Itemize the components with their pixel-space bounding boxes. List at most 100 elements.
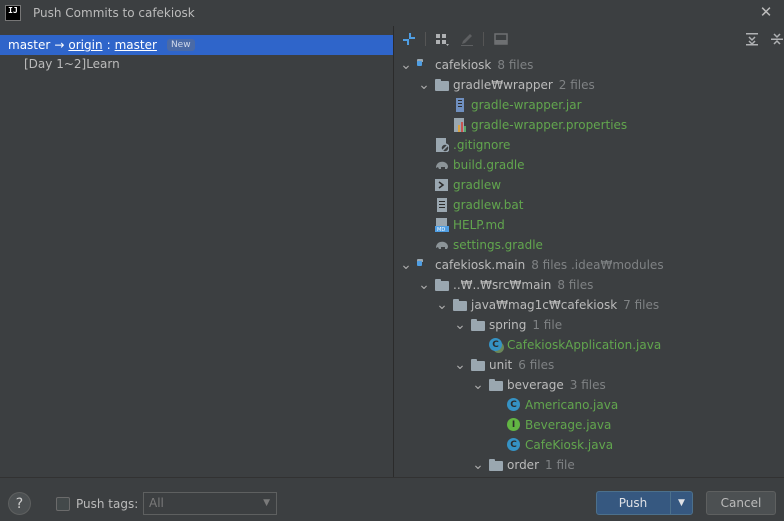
chevron-down-icon[interactable]: ⌄	[454, 317, 466, 333]
local-branch: master	[8, 38, 51, 52]
new-badge: New	[166, 39, 195, 51]
tree-item-name: gradlew	[453, 178, 502, 192]
tree-item-count: 7 files	[623, 298, 660, 312]
tree-spacer	[490, 399, 502, 411]
folder-icon	[471, 358, 485, 372]
tree-spacer	[418, 159, 430, 171]
tree-item-name: gradlew.bat	[453, 198, 524, 212]
toolbar-separator	[425, 32, 426, 46]
push-tags-checkbox[interactable]	[56, 497, 70, 511]
push-button-label[interactable]: Push	[618, 496, 648, 510]
tree-spacer	[418, 239, 430, 251]
tree-file-row[interactable]: gradlew	[418, 175, 501, 195]
chevron-down-icon[interactable]: ⌄	[436, 297, 448, 313]
properties-file-icon	[453, 118, 467, 132]
tree-folder-row[interactable]: ⌄ java₩mag1c₩cafekiosk 7 files	[436, 295, 659, 315]
push-tags-value: All	[149, 496, 164, 510]
tree-item-name: CafekioskApplication.java	[507, 338, 662, 352]
panel-divider[interactable]	[393, 26, 394, 477]
tree-item-name: .gitignore	[453, 138, 511, 152]
chevron-down-icon: ▼	[263, 498, 270, 508]
dialog-footer: ? Push tags: All ▼ Push ▼ Cancel	[0, 478, 784, 521]
edit-source-icon[interactable]	[459, 31, 475, 47]
tree-file-row[interactable]: gradlew.bat	[418, 195, 523, 215]
commits-panel: master → origin : master New [Day 1~2]Le…	[0, 26, 393, 477]
shell-file-icon	[435, 178, 449, 192]
gitignore-file-icon	[435, 138, 450, 153]
branch-separator: :	[106, 38, 111, 52]
preview-diff-icon[interactable]	[493, 31, 509, 47]
chevron-down-icon[interactable]: ⌄	[400, 57, 412, 73]
title-bar: IJ Push Commits to cafekiosk ✕	[0, 0, 784, 26]
window-title: Push Commits to cafekiosk	[33, 6, 195, 20]
chevron-down-icon[interactable]: ⌄	[400, 257, 412, 273]
tree-item-count: 1 file	[532, 318, 563, 332]
cancel-button[interactable]: Cancel	[706, 491, 776, 515]
tree-item-name: gradle-wrapper.properties	[471, 118, 628, 132]
tree-item-name: cafekiosk	[435, 58, 492, 72]
tree-spacer	[418, 219, 430, 231]
tree-item-count: 8 files	[557, 278, 594, 292]
push-button[interactable]: Push ▼	[596, 491, 693, 515]
tree-spacer	[490, 419, 502, 431]
group-by-icon[interactable]	[434, 31, 450, 47]
push-options-chevron-icon[interactable]: ▼	[678, 498, 685, 508]
chevron-down-icon[interactable]: ⌄	[454, 357, 466, 373]
folder-icon	[489, 378, 503, 392]
tree-item-count: 8 files .idea₩modules	[531, 258, 664, 272]
tree-spacer	[418, 199, 430, 211]
target-branch-link[interactable]: master	[114, 38, 157, 52]
remote-name-link[interactable]: origin	[68, 38, 103, 52]
tree-item-name: gradle-wrapper.jar	[471, 98, 582, 112]
tree-item-name: CafeKiosk.java	[525, 438, 614, 452]
tree-item-name: settings.gradle	[453, 238, 543, 252]
jar-file-icon	[453, 98, 467, 112]
markdown-file-icon: MD	[435, 218, 449, 233]
gradle-file-icon	[435, 238, 449, 252]
tree-file-row[interactable]: gradle-wrapper.jar	[436, 95, 582, 115]
chevron-down-icon[interactable]: ⌄	[472, 377, 484, 393]
close-icon[interactable]: ✕	[759, 3, 773, 21]
tree-item-count: 3 files	[569, 378, 606, 392]
help-button[interactable]: ?	[8, 492, 31, 515]
tree-file-row[interactable]: build.gradle	[418, 155, 525, 175]
branch-row[interactable]: master → origin : master New	[0, 35, 393, 55]
push-tags-select[interactable]: All ▼	[143, 492, 277, 515]
chevron-down-icon[interactable]: ⌄	[472, 457, 484, 473]
tree-file-row[interactable]: settings.gradle	[418, 235, 543, 255]
expand-all-icon[interactable]	[744, 31, 760, 47]
commit-item[interactable]: [Day 1~2]Learn	[24, 57, 120, 71]
tree-file-row[interactable]: gradle-wrapper.properties	[436, 115, 627, 135]
changes-toolbar	[394, 26, 784, 54]
push-arrow-icon: →	[54, 38, 65, 52]
tree-item-count: 2 files	[558, 78, 595, 92]
tree-item-count: 1 file	[545, 458, 575, 472]
text-file-icon	[435, 198, 449, 212]
tree-file-row[interactable]: .gitignore	[418, 135, 510, 155]
tree-folder-row[interactable]: ⌄ beverage 3 files	[472, 375, 606, 395]
tree-item-name: java₩mag1c₩cafekiosk	[471, 298, 618, 312]
chevron-down-icon[interactable]: ⌄	[418, 277, 430, 293]
module-folder-icon	[417, 58, 431, 72]
show-diff-icon[interactable]	[401, 31, 417, 47]
folder-icon	[453, 298, 467, 312]
tree-item-name: beverage	[507, 378, 564, 392]
tree-item-count: 6 files	[518, 358, 555, 372]
chevron-down-icon[interactable]: ⌄	[418, 77, 430, 93]
push-tags-label[interactable]: Push tags:	[76, 497, 139, 511]
gradle-file-icon	[435, 158, 449, 172]
collapse-all-icon[interactable]	[769, 31, 784, 47]
tree-spacer	[418, 139, 430, 151]
